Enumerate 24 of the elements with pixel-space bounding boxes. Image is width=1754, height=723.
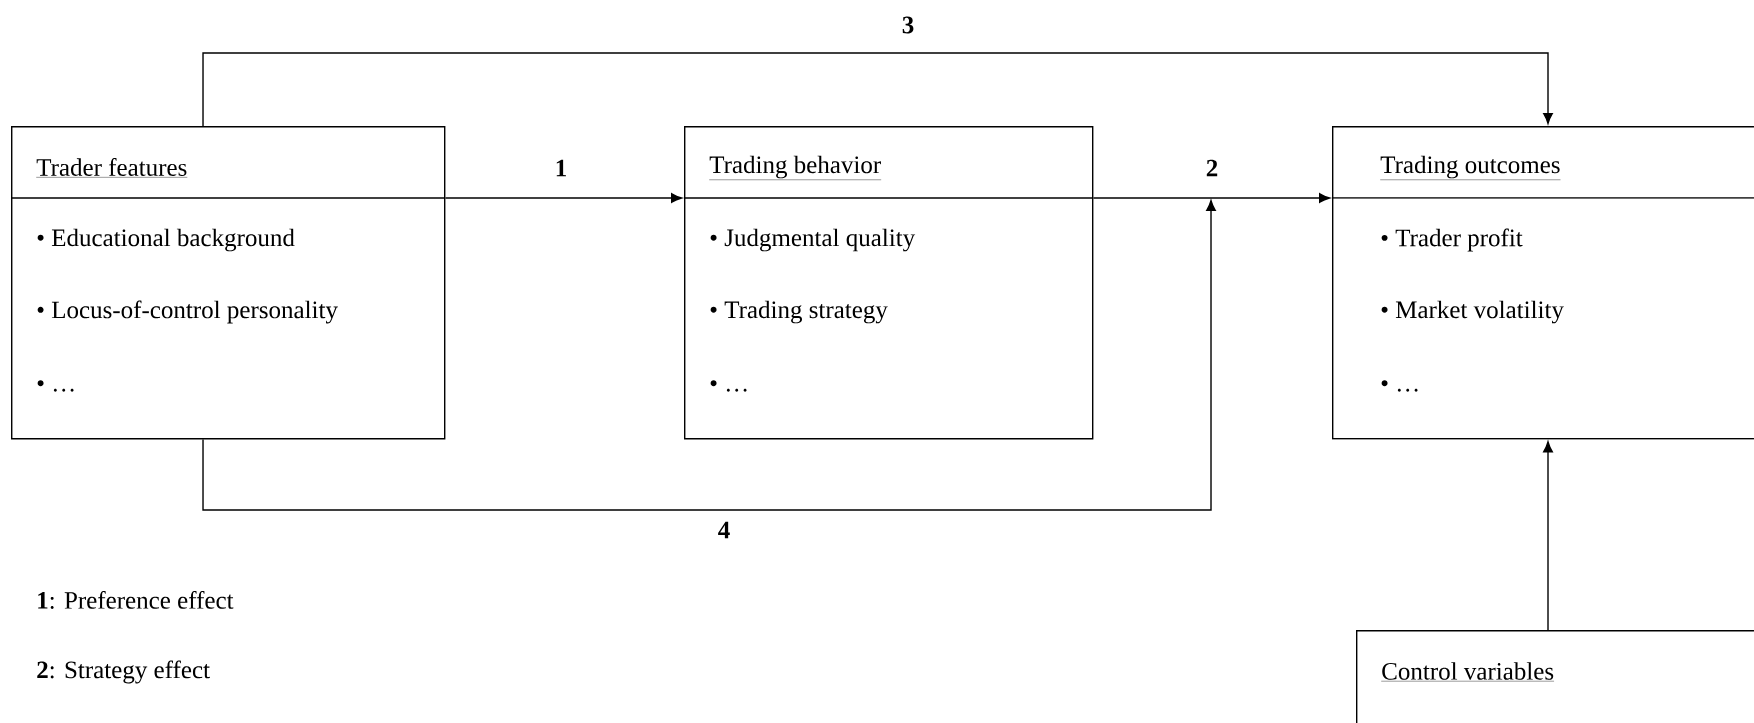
list-item: • Trader profit: [1381, 228, 1523, 252]
legend-note: 2: Strategy effect: [37, 660, 210, 684]
arrow: [202, 199, 1216, 511]
edge-label: 1: [552, 157, 570, 179]
box-heading: Trader features: [36, 158, 188, 178]
list-item: • …: [1381, 380, 1418, 392]
box-heading: Trading behavior: [709, 155, 882, 180]
list-item: • …: [710, 380, 747, 392]
list-item: • Locus-of-control personality: [37, 300, 338, 324]
list-item: • Judgmental quality: [710, 228, 916, 252]
list-item: • Educational background: [37, 228, 295, 252]
arrow: [1543, 441, 1553, 631]
arrow: [202, 52, 1553, 127]
edge-label: 3: [899, 14, 917, 36]
box-heading: Trading outcomes: [1380, 155, 1561, 180]
list-item: • Trading strategy: [710, 300, 888, 324]
edge-label: 4: [715, 519, 733, 541]
box-heading: Control variables: [1381, 662, 1555, 682]
legend-note: 1: Preference effect: [38, 591, 234, 609]
arrow: [444, 193, 683, 203]
edge-label: 2: [1203, 157, 1221, 179]
list-item: • Market volatility: [1381, 300, 1564, 324]
arrow: [1092, 193, 1331, 203]
list-item: • …: [37, 380, 74, 392]
